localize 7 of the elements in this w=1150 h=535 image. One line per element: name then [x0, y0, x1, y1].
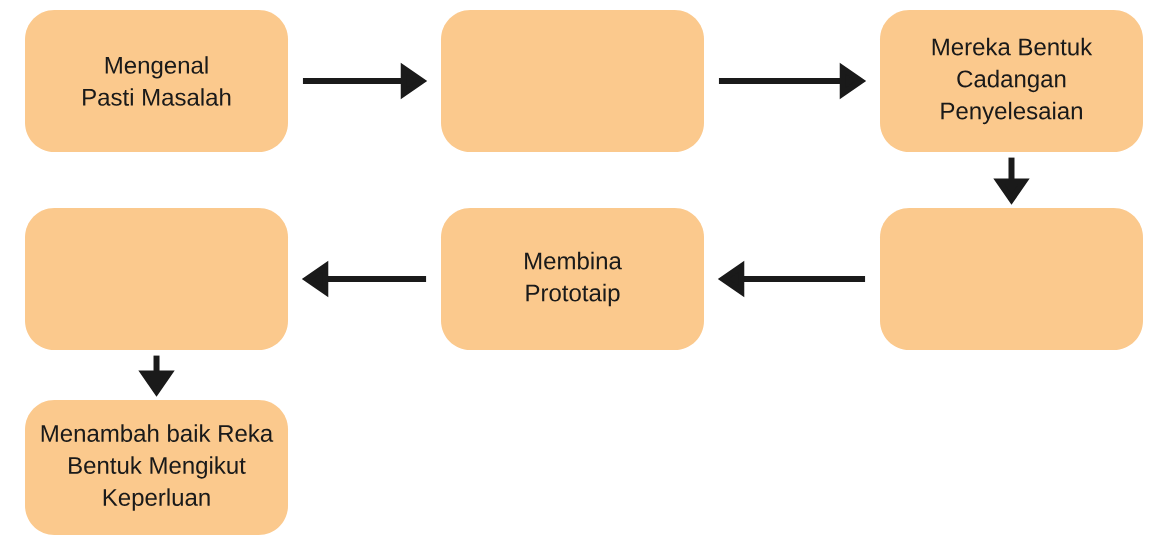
- process-box: Mereka Bentuk Cadangan Penyelesaian: [880, 10, 1143, 152]
- empty-box: [880, 208, 1143, 350]
- process-box: Menambah baik Reka Bentuk Mengikut Keperluan: [25, 400, 288, 535]
- process-box: Mengenal Pasti Masalah: [25, 10, 288, 152]
- empty-box: [25, 208, 288, 350]
- process-box: Membina Prototaip: [441, 208, 704, 350]
- empty-box: [441, 10, 704, 152]
